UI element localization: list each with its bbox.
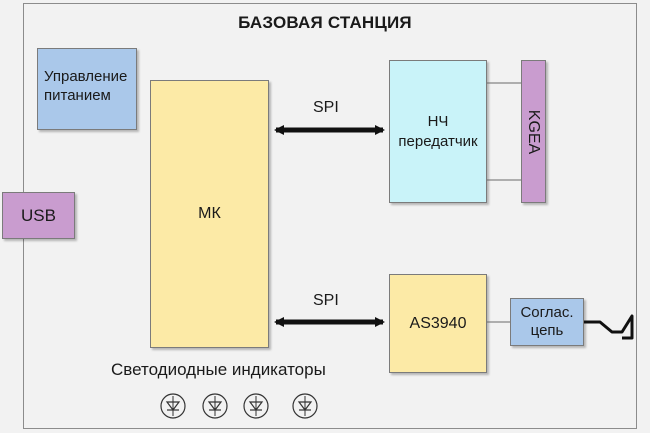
led-3 (243, 393, 269, 419)
power-label-line2: питанием (44, 87, 111, 104)
kgea-antenna-block: KGEA (521, 60, 546, 203)
lf-label-line1: НЧ (427, 112, 449, 130)
receive-antenna-symbol (584, 314, 634, 340)
lf-transmitter-block: НЧ передатчик (389, 60, 487, 203)
diagram-title: БАЗОВАЯ СТАНЦИЯ (238, 13, 412, 32)
as3940-block: AS3940 (389, 274, 487, 373)
mk-label: МК (198, 205, 221, 222)
led-2 (202, 393, 228, 419)
power-label-line1: Управление (44, 68, 128, 85)
match-label-line2: цепь (530, 322, 564, 339)
led-indicators-caption: Светодиодные индикаторы (111, 360, 326, 379)
spi-top-label: SPI (313, 99, 339, 116)
power-management-block: Управление питанием (37, 48, 137, 130)
as3940-label: AS3940 (409, 314, 467, 332)
matching-circuit-block: Соглас.цепь (510, 298, 584, 346)
spi-bottom-label: SPI (313, 292, 339, 309)
lf-label-line2: передатчик (398, 132, 478, 150)
usb-block: USB (2, 192, 75, 239)
microcontroller-block: МК (150, 80, 269, 348)
led-4 (292, 393, 318, 419)
led-1 (160, 393, 186, 419)
usb-label: USB (21, 205, 56, 225)
match-label-line1: Соглас. (520, 304, 574, 321)
